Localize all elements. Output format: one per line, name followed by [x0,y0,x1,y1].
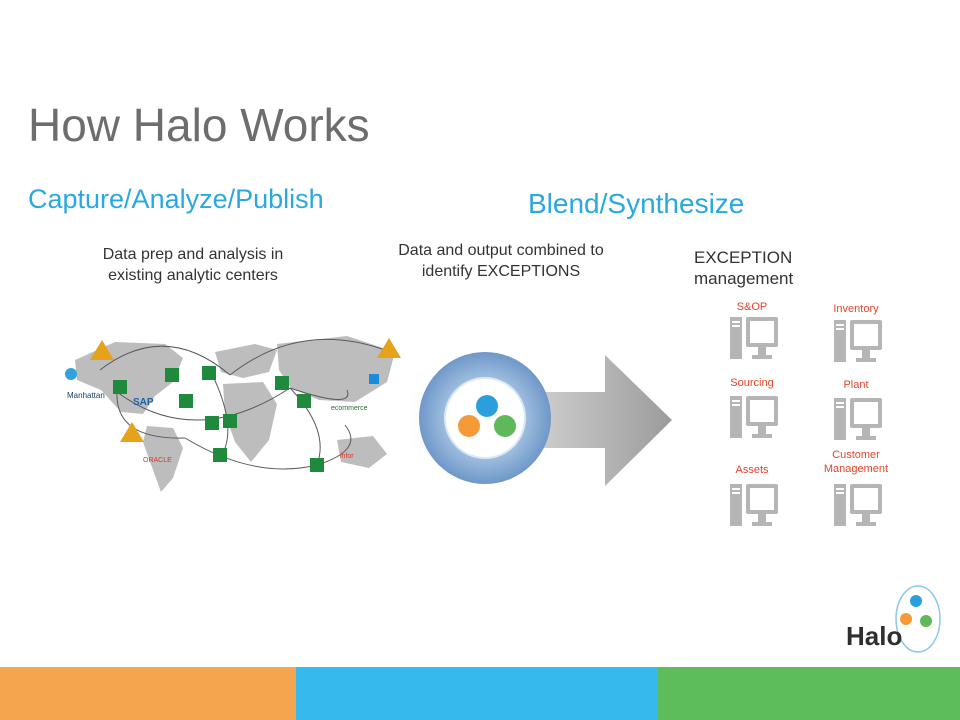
exception-heading: EXCEPTION management [694,248,794,288]
flow-arrow-graphic [410,352,672,486]
module-label-customer-management: Customer Management [823,449,889,475]
module-label-plant: Plant [843,379,869,391]
computer-icon [834,320,882,362]
halo-logo: Halo [846,585,941,653]
computer-icon [834,484,882,526]
pyramid-logo-markers [90,338,401,442]
ecommerce-logo: ecommerce [331,405,368,412]
caption-data-output: Data and output combined to identify EXC… [398,242,604,280]
map-asia [277,336,395,402]
module-label-inventory: Inventory [833,303,879,315]
footer-band-blue [296,667,658,720]
excel-tile-markers [113,366,324,472]
module-label-sourcing: Sourcing [730,377,774,389]
section-capture-heading: Capture/Analyze/Publish [28,184,324,214]
slide-title: How Halo Works [28,99,370,151]
map-europe [215,344,277,378]
computer-icon [730,396,778,438]
halo-logo-text: Halo [846,621,902,651]
module-label-sop: S&OP [736,301,768,313]
oracle-logo: ORACLE [143,457,172,464]
infor-logo: infor [340,453,354,460]
caption-data-prep: Data prep and analysis in existing analy… [102,246,284,284]
map-africa [223,382,277,462]
analytics-icon [476,395,498,417]
gear-icon [458,415,480,437]
sap-logo: SAP [133,397,154,408]
computer-icon [730,317,778,359]
map-south-america [143,426,183,492]
cloud-logo [65,368,77,380]
computer-icon [834,398,882,440]
world-map-graphic: SAP Manhattan ORACLE infor ecommerce [65,336,401,492]
footer-band-green [658,667,960,720]
report-icon [494,415,516,437]
section-blend-heading: Blend/Synthesize [528,188,745,219]
halo-badge [444,377,526,459]
footer-band-orange [0,667,296,720]
footer-color-band [0,667,960,720]
module-label-assets: Assets [735,464,769,476]
windows-logo [369,374,379,384]
computer-icon [730,484,778,526]
manhattan-logo: Manhattan [67,391,105,400]
